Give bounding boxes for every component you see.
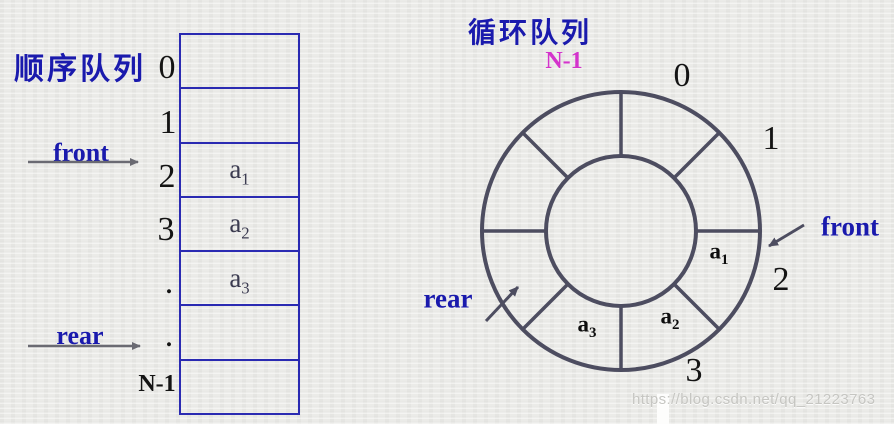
array-index-dot-upper: .	[164, 264, 174, 301]
array-index-0: 0	[158, 49, 176, 86]
ring-item-a1: a1	[709, 238, 729, 269]
array-cell-4: a3	[181, 250, 298, 304]
rear-pointer-label-ring: rear	[423, 283, 473, 314]
ring-segment-dividers	[480, 90, 762, 372]
ring-index-1: 1	[762, 120, 780, 157]
rear-arrow-ring	[484, 285, 520, 323]
rear-pointer-label-array: rear	[56, 321, 104, 350]
divider-nw	[521, 131, 570, 180]
array-cell-1	[181, 87, 298, 141]
ring-item-a3: a3	[577, 311, 597, 342]
front-arrow-ring	[768, 223, 805, 248]
array-cell-5	[181, 304, 298, 358]
divider-sw	[521, 282, 570, 331]
divider-ne	[672, 131, 721, 180]
front-pointer-label-array: front	[53, 138, 109, 167]
white-chip-artifact	[657, 394, 669, 424]
watermark-url: https://blog.csdn.net/qq_21223763	[632, 391, 876, 408]
circular-queue-title: 循环队列	[467, 18, 593, 49]
array-index-1: 1	[159, 104, 177, 141]
array-index-dot-lower: .	[164, 317, 174, 354]
ring-outer-circle	[480, 90, 762, 372]
ring-inner-circle	[544, 154, 698, 308]
ring-index-n-1: N-1	[545, 48, 583, 74]
front-pointer-label-ring: front	[821, 211, 879, 242]
sequential-queue-title: 顺序队列	[14, 53, 146, 86]
array-index-n-1: N-1	[138, 371, 176, 397]
array-cell-3: a2	[181, 195, 298, 250]
ring-index-2: 2	[772, 261, 790, 298]
array-index-2: 2	[158, 158, 176, 195]
array-cell-0	[181, 35, 298, 87]
array-index-3: 3	[157, 211, 175, 248]
divider-se	[672, 282, 721, 331]
array-cell-2: a1	[181, 141, 298, 196]
ring-index-0: 0	[673, 57, 691, 94]
array-cell-6	[181, 358, 298, 413]
ring-index-3: 3	[685, 352, 703, 389]
sequential-queue-array: a1 a2 a3	[179, 33, 300, 415]
ring-item-a2: a2	[660, 303, 680, 334]
